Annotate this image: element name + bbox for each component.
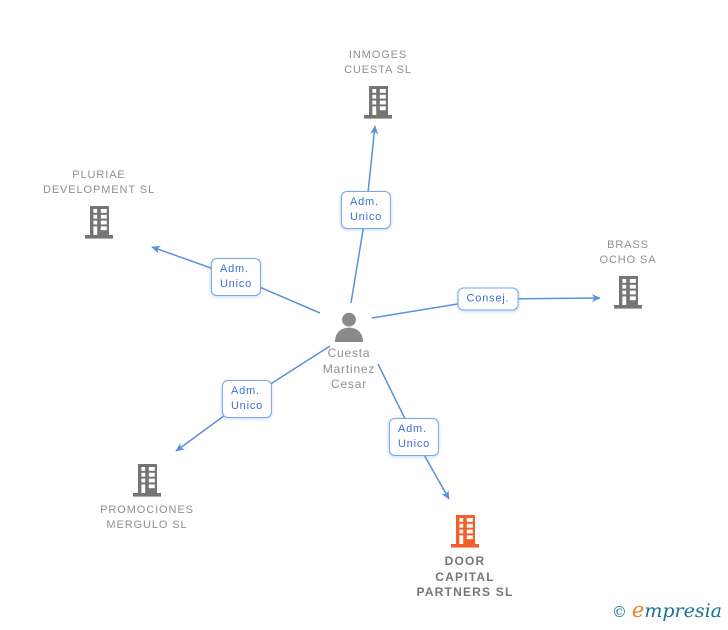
edge-label-line: Unico <box>349 211 383 223</box>
building-icon-highlighted <box>448 515 482 548</box>
company-node-door[interactable]: DOOR CAPITAL PARTNERS SL <box>380 515 550 601</box>
building-icon <box>82 206 116 239</box>
building-icon <box>130 464 164 497</box>
company-name-promociones: PROMOCIONES MERGULO SL <box>100 504 194 531</box>
building-icon <box>361 86 395 119</box>
company-node-promociones[interactable]: PROMOCIONES MERGULO SL <box>62 464 232 533</box>
edge-label-line: Unico <box>230 400 264 412</box>
edge-label-line: Unico <box>219 278 253 290</box>
edge-label-line: Adm. <box>397 423 427 435</box>
brand-wordmark: empresia <box>631 598 722 622</box>
company-node-brass[interactable]: BRASS OCHO SA <box>543 238 713 309</box>
edge-label-adm-unico-door[interactable]: Adm. Unico <box>388 418 440 456</box>
edge-label-line: Consej. <box>466 292 510 305</box>
company-name-inmoges: INMOGES CUESTA SL <box>344 49 412 76</box>
building-icon <box>611 276 645 309</box>
company-name-brass: BRASS OCHO SA <box>599 239 657 266</box>
person-icon <box>333 312 365 342</box>
company-node-inmoges[interactable]: INMOGES CUESTA SL <box>293 48 463 119</box>
edge-label-adm-unico-pluriae[interactable]: Adm. Unico <box>210 258 262 296</box>
company-name-door: DOOR CAPITAL PARTNERS SL <box>416 554 514 599</box>
edge-label-line: Adm. <box>219 263 249 275</box>
empresia-logo: © empresia <box>612 598 722 622</box>
edge-label-consej-brass[interactable]: Consej. <box>457 287 519 311</box>
person-name: Cuesta Martinez Cesar <box>322 346 376 391</box>
edge-label-line: Adm. <box>230 385 260 397</box>
edge-label-line: Adm. <box>349 196 379 208</box>
copyright-symbol: © <box>611 603 627 621</box>
edge-label-adm-unico-inmoges[interactable]: Adm. Unico <box>340 191 392 229</box>
edge-label-line: Unico <box>397 438 431 450</box>
person-node-cuesta-martinez-cesar[interactable]: Cuesta Martinez Cesar <box>264 312 434 393</box>
edge-label-adm-unico-promociones[interactable]: Adm. Unico <box>221 380 273 418</box>
company-node-pluriae[interactable]: PLURIAE DEVELOPMENT SL <box>14 168 184 239</box>
company-name-pluriae: PLURIAE DEVELOPMENT SL <box>42 169 156 196</box>
